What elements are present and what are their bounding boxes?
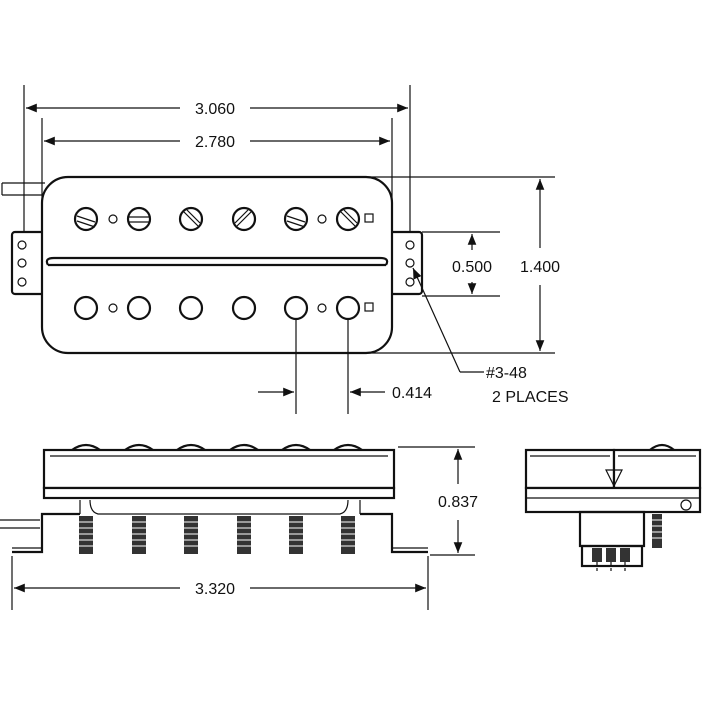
top-view (1, 175, 424, 355)
callout-places: 2 PLACES (492, 389, 568, 406)
side-threaded-pole (652, 514, 662, 548)
dim-mount-spacing: 0.500 (422, 231, 500, 297)
threaded-poles (79, 516, 355, 554)
dim-label-overall-width: 3.060 (195, 101, 235, 118)
dim-side-height: 0.837 (398, 446, 478, 556)
base-plate (12, 512, 428, 554)
dim-overall-height: 1.400 (368, 176, 560, 354)
callout-screw-size: #3-48 (486, 365, 527, 382)
pole-screw-heads (71, 443, 363, 451)
side-lead-connectors (580, 544, 644, 572)
dim-pole-spacing: 0.414 (258, 320, 432, 414)
left-mounting-ear (10, 230, 48, 296)
side-base (524, 486, 702, 514)
coil-divider-curve (45, 256, 389, 266)
dim-label-pole-spacing: 0.414 (392, 385, 432, 402)
dim-label-side-height: 0.837 (438, 494, 478, 511)
dim-coil-width: 2.780 (41, 118, 393, 200)
side-mount-hole (680, 499, 692, 511)
left-ear-holes (17, 240, 27, 287)
slug-pole-holes (73, 295, 374, 321)
screw-callout: #3-48 2 PLACES (412, 267, 568, 406)
front-lead-wire (0, 519, 40, 529)
side-base-plate (578, 510, 646, 548)
cover-base (42, 486, 396, 500)
top-coil-small-holes (108, 213, 374, 224)
slotted-pole-screws (73, 206, 361, 232)
dim-base-width: 3.320 (11, 556, 429, 610)
dim-label-overall-height: 1.400 (520, 259, 560, 276)
front-view (0, 443, 428, 554)
dim-label-mount-spacing: 0.500 (452, 259, 492, 276)
dim-label-base-width: 3.320 (195, 581, 235, 598)
right-ear-holes (405, 240, 415, 287)
dim-overall-width: 3.060 (23, 85, 411, 232)
side-view (524, 443, 702, 572)
dim-label-coil-width: 2.780 (195, 134, 235, 151)
